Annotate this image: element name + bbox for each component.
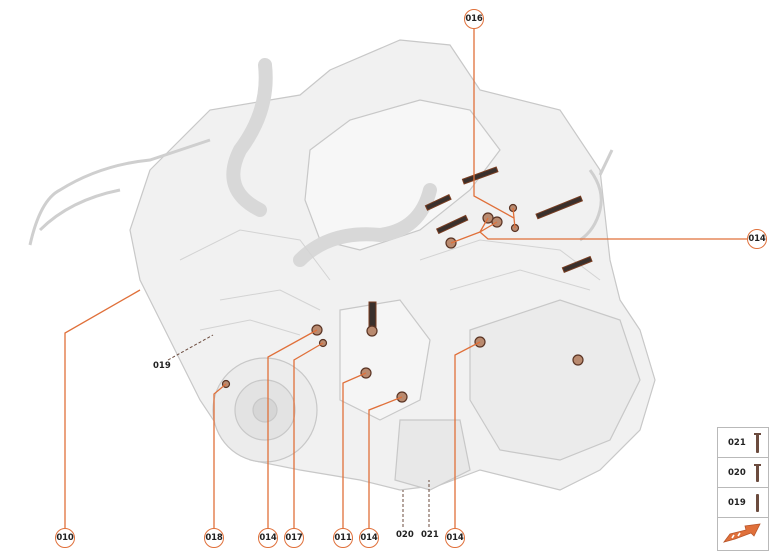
callout-018: 018 [204, 528, 224, 548]
stud-icon [756, 494, 759, 512]
callout-017: 017 [284, 528, 304, 548]
callout-014: 014 [445, 528, 465, 548]
callout-014: 014 [359, 528, 379, 548]
callout-014: 014 [747, 229, 767, 249]
legend-row-019: 019 [718, 488, 768, 518]
long-bolt-icon [754, 433, 761, 453]
callout-014: 014 [258, 528, 278, 548]
bolt-icon [754, 464, 761, 482]
parts-legend: 021 020 019 [717, 427, 769, 551]
legend-label: 020 [728, 468, 746, 478]
legend-row-020: 020 [718, 458, 768, 488]
label-021: 021 [421, 530, 439, 540]
legend-row-021: 021 [718, 428, 768, 458]
callout-010: 010 [55, 528, 75, 548]
label-020: 020 [396, 530, 414, 540]
callout-011: 011 [333, 528, 353, 548]
label-019: 019 [153, 361, 171, 371]
direction-arrow-icon [722, 523, 761, 543]
legend-label: 021 [728, 438, 746, 448]
legend-label: 019 [728, 498, 746, 508]
direction-arrow [718, 518, 768, 548]
callout-016: 016 [464, 9, 484, 29]
